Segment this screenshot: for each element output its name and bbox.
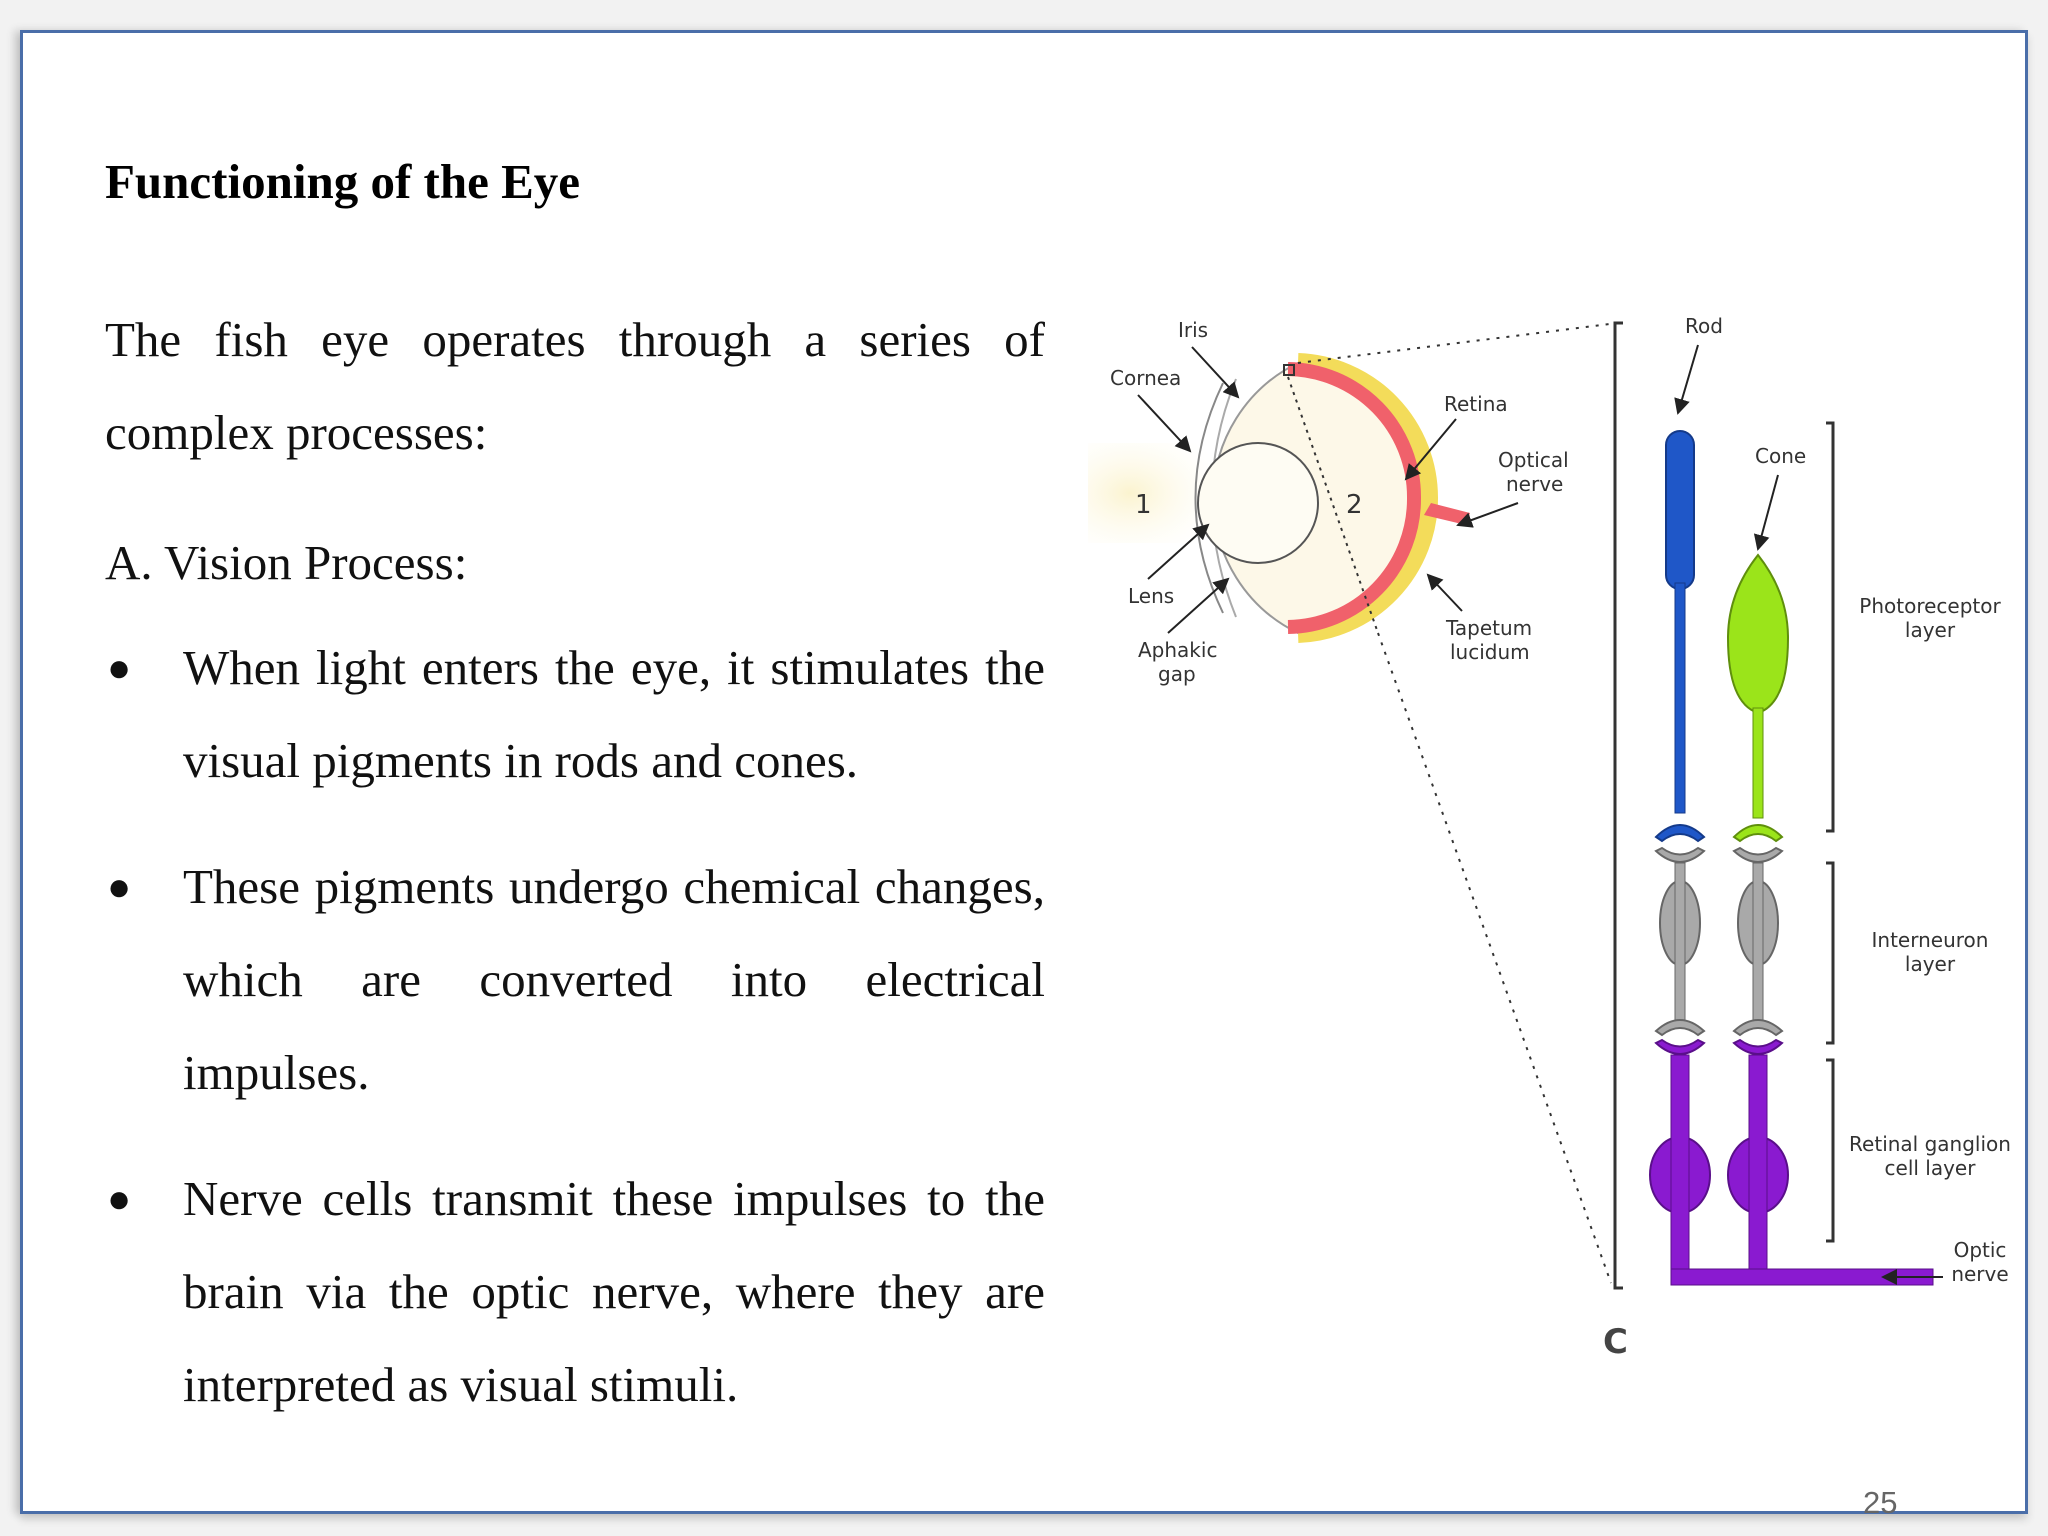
retina-layer [1287, 362, 1422, 634]
ganglion-label-2: cell layer [1885, 1156, 1977, 1180]
optic-nerve-label-1: Optic [1954, 1238, 2007, 1262]
cone-cell [1726, 553, 1790, 843]
zoom-box [1283, 364, 1295, 376]
lens-label: Lens [1128, 584, 1174, 608]
bullet-dot-icon: ● [107, 1176, 132, 1221]
optic-nerve-label-2: nerve [1951, 1262, 2008, 1286]
slide-frame: Functioning of the Eye The fish eye oper… [20, 30, 2028, 1520]
interneuron-bracket [1826, 861, 1835, 1045]
bullet-text: When light enters the eye, it stimulates… [183, 640, 1045, 788]
eye-retina-diagram: 1 2 Iris Cornea Lens Aphakic gap Retina … [1088, 314, 2011, 1362]
panel-bracket [1613, 321, 1623, 1290]
optical-nerve-label-2: nerve [1506, 472, 1563, 496]
tapetum-label-1: Tapetum [1445, 616, 1532, 640]
zoom-line-top [1297, 322, 1619, 364]
tapetum-layer [1297, 353, 1439, 643]
interneuron-label-1: Interneuron [1872, 928, 1989, 952]
bullet-text: Nerve cells transmit these impulses to t… [183, 1171, 1045, 1412]
bullet-text: These pigments undergo chemical changes,… [183, 859, 1045, 1100]
region-label-1: 1 [1135, 490, 1152, 520]
panel-letter: C [1603, 1322, 1628, 1362]
page-number: 25 [1863, 1485, 1898, 1520]
cornea-label: Cornea [1110, 366, 1181, 390]
cornea-edge [1194, 382, 1224, 614]
aphakic-gap-label-2: gap [1158, 662, 1196, 686]
ganglion-bracket [1826, 1058, 1835, 1243]
eye-cross-section: 1 2 Iris Cornea Lens Aphakic gap Retina … [1088, 318, 1619, 1284]
zoom-line-bottom [1377, 632, 1612, 1284]
tapetum-label-2: lucidum [1450, 640, 1530, 664]
region-label-2: 2 [1346, 490, 1363, 520]
retina-cells-panel: C Rod Cone [1603, 314, 2011, 1362]
slide-heading: Functioning of the Eye [105, 154, 581, 209]
photoreceptor-bracket [1826, 421, 1835, 833]
bullet-dot-icon: ● [107, 645, 132, 690]
photoreceptor-label-2: layer [1905, 618, 1956, 642]
retina-label: Retina [1444, 392, 1508, 416]
intro-paragraph: The fish eye operates through a series o… [105, 312, 1045, 460]
bullet-item: ● When light enters the eye, it stimulate… [105, 621, 1045, 807]
bullet-item: ● Nerve cells transmit these impulses to … [105, 1152, 1045, 1431]
iris-label: Iris [1178, 318, 1208, 342]
photoreceptor-label-1: Photoreceptor [1859, 594, 2001, 618]
bullet-dot-icon: ● [107, 864, 132, 909]
cone-label: Cone [1755, 444, 1806, 468]
interneuron-cells [1654, 846, 1784, 1037]
ganglion-label-1: Retinal ganglion [1849, 1132, 2011, 1156]
section-subheading: A. Vision Process: [105, 535, 468, 590]
lens-circle [1197, 442, 1319, 564]
rod-cell [1654, 430, 1706, 843]
aphakic-gap-label-1: Aphakic [1138, 638, 1217, 662]
bullet-item: ● These pigments undergo chemical changes… [105, 840, 1045, 1119]
rod-label: Rod [1685, 314, 1723, 338]
optical-nerve-label-1: Optical [1498, 448, 1569, 472]
ganglion-cells [1649, 1038, 1934, 1286]
interneuron-label-2: layer [1905, 952, 1956, 976]
bullet-list: ● When light enters the eye, it stimulate… [105, 621, 1045, 1464]
